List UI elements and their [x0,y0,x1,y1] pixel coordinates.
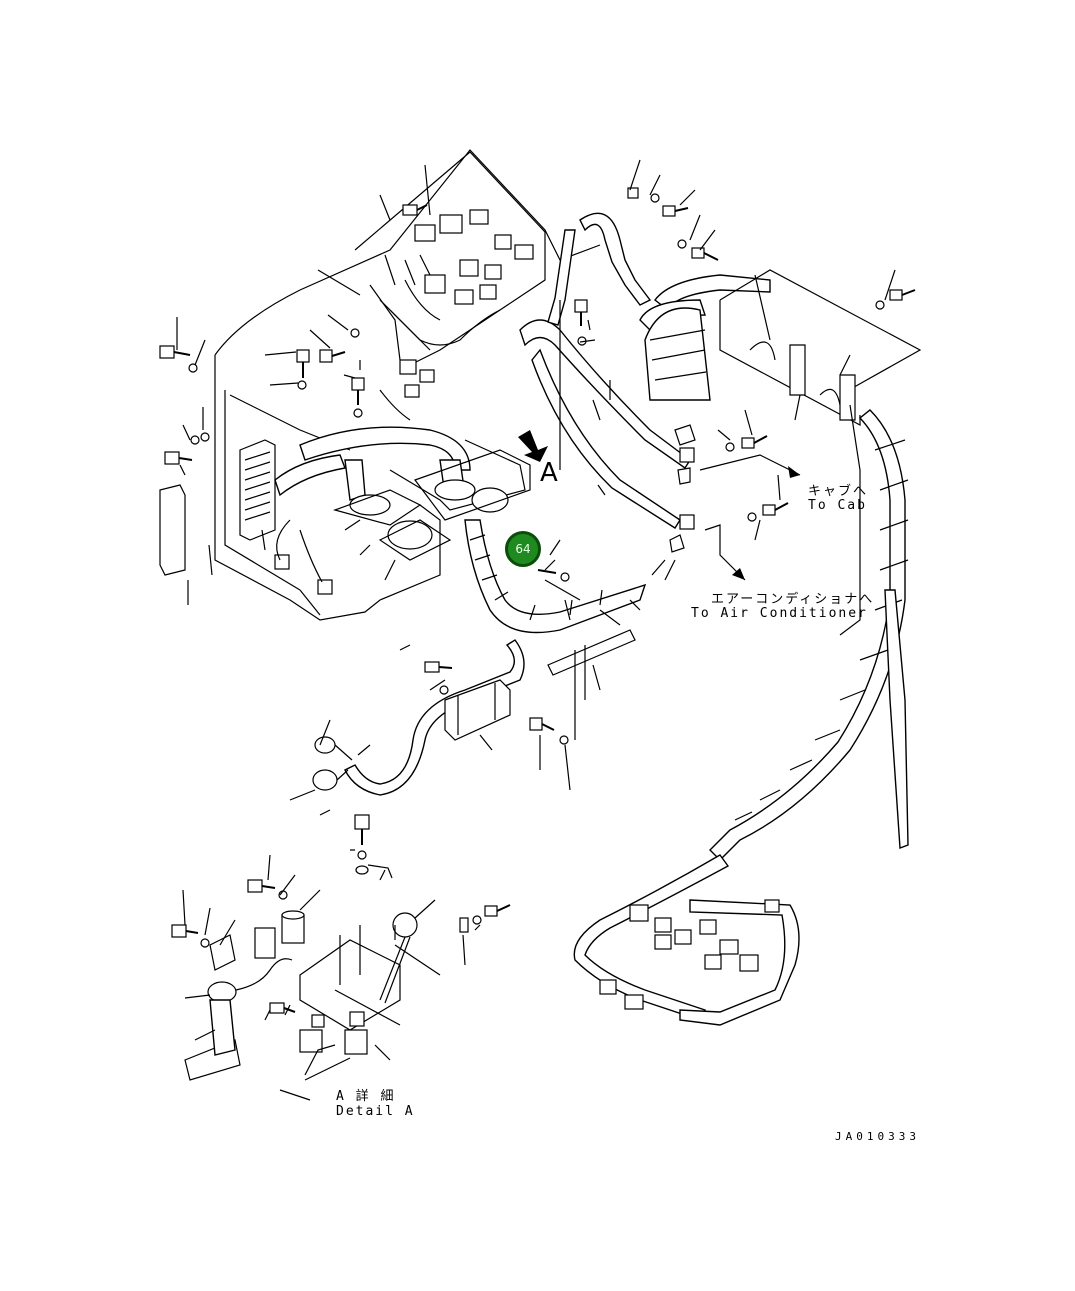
center-harness [299,426,647,634]
right-harness [519,212,771,529]
leader-lines [176,159,896,1101]
detail-a-label-en: Detail A [336,1104,415,1119]
cab-bracket [719,269,922,427]
detail-a-assembly [171,814,511,1081]
to-ac-label-jp: エアーコンディショナへ [711,592,875,607]
to-cab-label-en: To Cab [808,498,867,513]
left-connector-block [159,439,346,595]
bolts [159,187,916,582]
connectors-right [669,424,696,553]
detail-a-label-jp: A 詳 細 [336,1089,396,1104]
to-cab-label-jp: キャブへ [808,484,869,499]
part-callout-64[interactable]: 64 [505,531,541,567]
relay-cluster [354,151,546,421]
drawing-number: JA010333 [835,1130,920,1143]
to-ac-label-en: To Air Conditioner [691,606,868,621]
cab-harness [573,409,909,1026]
mid-harness [312,629,636,796]
direction-arrows [518,404,861,636]
detail-a-marker: A [540,458,558,488]
